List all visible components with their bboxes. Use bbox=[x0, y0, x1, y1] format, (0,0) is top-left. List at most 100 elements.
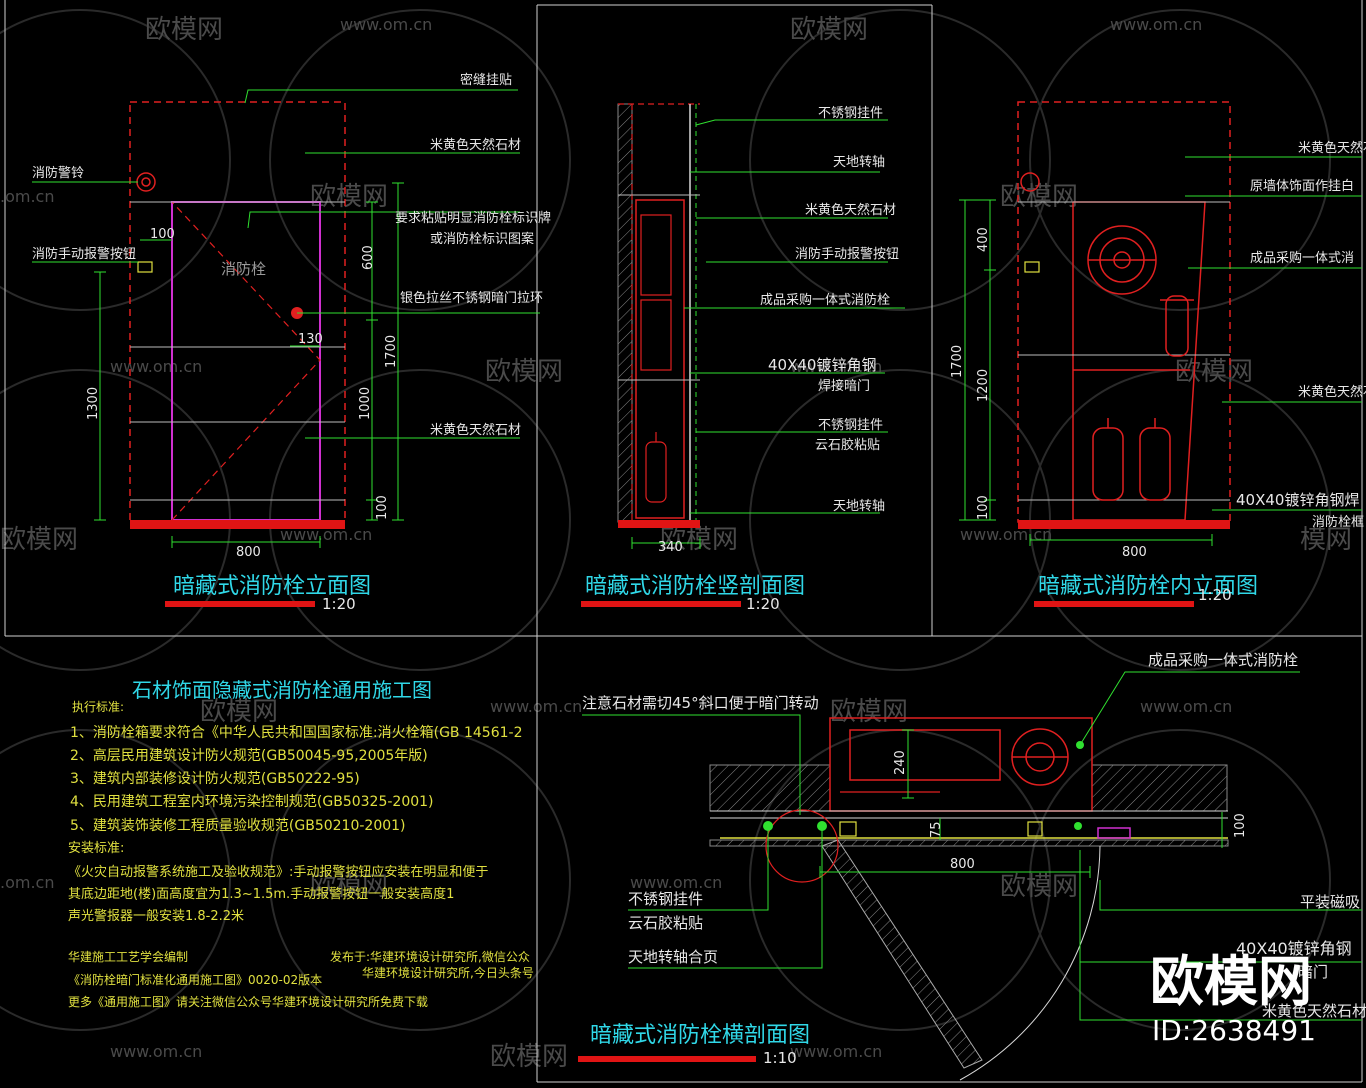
label: 暗门 bbox=[1298, 963, 1328, 981]
label: 米黄色天然石材 bbox=[430, 137, 521, 153]
label: 云石胶粘贴 bbox=[815, 437, 880, 453]
leader-lines bbox=[684, 119, 905, 514]
extinguisher-icon bbox=[645, 432, 667, 503]
dimension-lines bbox=[819, 729, 1223, 878]
brand-watermark: 欧模网 ID:2638491 bbox=[1150, 950, 1316, 1047]
label: 成品采购一体式消防栓 bbox=[1148, 651, 1298, 669]
wm-site-short: .om.cn bbox=[0, 873, 54, 892]
dim-text: 1000 bbox=[358, 387, 373, 420]
panel-scale: 1:20 bbox=[1198, 586, 1232, 604]
label: 银色拉丝不锈钢暗门拉环 bbox=[400, 290, 543, 306]
label: 成品采购一体式消防栓 bbox=[760, 292, 890, 308]
image-id: ID:2638491 bbox=[1152, 1014, 1316, 1047]
label: 消防手动报警按钮 bbox=[795, 246, 899, 262]
panel-horizontal-section: 240 75 100 800 成品采购一体式消防栓 注意石材需切45°斜口便于暗… bbox=[578, 651, 1366, 1081]
leader-texts: 成品采购一体式消防栓 注意石材需切45°斜口便于暗门转动 不锈钢挂件 云石胶粘贴… bbox=[582, 651, 1366, 1020]
brand-logo-text: 欧模网 bbox=[1150, 950, 1312, 1013]
dim-text: 800 bbox=[1122, 545, 1147, 560]
dim-text: 800 bbox=[950, 857, 975, 872]
wm-site: www.om.cn bbox=[960, 525, 1052, 544]
wm-brand-partial: 模网 bbox=[1300, 525, 1352, 555]
publish-item: 发布于:华建环境设计研究所,微信公众 bbox=[330, 949, 530, 964]
dim-text: 75 bbox=[929, 821, 944, 838]
swing-arc bbox=[959, 845, 1101, 1081]
panel-vertical-section: 340 不锈钢挂件 天地转轴 米黄色天然石材 消防手动报警按钮 成品采购一体式消… bbox=[581, 103, 905, 613]
leader-texts: 不锈钢挂件 天地转轴 米黄色天然石材 消防手动报警按钮 成品采购一体式消防栓 4… bbox=[760, 106, 899, 514]
notes-block: 石材饰面隐藏式消防栓通用施工图 执行标准: 1、消防栓箱要求符合《中华人民共和国… bbox=[68, 678, 534, 1009]
extinguisher-icon bbox=[1092, 418, 1171, 501]
label: 密缝挂贴 bbox=[460, 72, 512, 88]
dim-text: 1700 bbox=[950, 345, 965, 378]
dim-text: 340 bbox=[658, 540, 683, 555]
wm-site: www.om.cn bbox=[790, 357, 882, 376]
wm-brand: 欧模网 bbox=[660, 525, 738, 555]
std-item: 1、消防栓箱要求符合《中华人民共和国国家标准:消火栓箱(GB 14561-2 bbox=[70, 724, 522, 741]
notes-title: 石材饰面隐藏式消防栓通用施工图 bbox=[132, 678, 432, 702]
wm-brand: 欧模网 bbox=[485, 357, 563, 387]
wall-left bbox=[709, 764, 831, 812]
panel-title: 暗藏式消防栓竖剖面图 bbox=[585, 574, 805, 599]
alarm-button-icon bbox=[137, 261, 153, 273]
panel-interior-elevation: 400 1700 1200 100 800 米黄色天然石 原墙体饰面作挂白 成品… bbox=[950, 101, 1366, 607]
dim-text: 800 bbox=[236, 545, 261, 560]
panel-scale: 1:20 bbox=[746, 595, 780, 613]
wm-site: www.om.cn bbox=[1110, 15, 1202, 34]
watermarks: 欧模网 www.om.cn 欧模网 www.om.cn 欧模网 .om.cn 欧… bbox=[0, 15, 1352, 1072]
dim-text: 1200 bbox=[976, 369, 991, 402]
leader-texts: 密缝挂贴 米黄色天然石材 消防警铃 要求粘贴明显消防栓标识牌 或消防栓标识图案 … bbox=[32, 72, 551, 438]
stone-panel-outline bbox=[129, 101, 346, 523]
door-open-position bbox=[821, 839, 983, 1069]
detail-circle bbox=[765, 809, 839, 883]
wm-brand: 欧模网 bbox=[1000, 872, 1078, 902]
footer-item: 《消防栓暗门标准化通用施工图》0020-02版本 bbox=[68, 972, 322, 987]
label: 成品采购一体式消 bbox=[1250, 250, 1354, 266]
label: 消防警铃 bbox=[32, 165, 84, 181]
label: 要求粘贴明显消防栓标识牌 bbox=[395, 210, 551, 226]
label: 米黄色天然石 bbox=[1298, 384, 1366, 400]
std-item: 2、高层民用建筑设计防火规范(GB50045-95,2005年版) bbox=[70, 747, 428, 764]
dim-text: 400 bbox=[976, 227, 991, 252]
label: 平装磁吸 bbox=[1300, 893, 1360, 911]
dimension-lines bbox=[631, 537, 701, 549]
title-underline bbox=[165, 601, 315, 607]
leader-lines bbox=[32, 89, 540, 439]
std-item: 3、建筑内部装修设计防火规范(GB50222-95) bbox=[70, 770, 360, 787]
wm-brand: 欧模网 bbox=[145, 15, 223, 45]
label: 不锈钢挂件 bbox=[818, 106, 883, 121]
wm-site: www.om.cn bbox=[630, 873, 722, 892]
wm-brand: 欧模网 bbox=[790, 15, 868, 45]
std-heading: 执行标准: bbox=[72, 700, 124, 714]
sheet-frames bbox=[4, 0, 1363, 1083]
label: 40X40镀锌角钢 bbox=[1236, 939, 1352, 958]
wm-site-short: .om.cn bbox=[0, 187, 54, 206]
wm-site: www.om.cn bbox=[490, 697, 582, 716]
cabinet-outline bbox=[635, 199, 685, 519]
panel-elevation: 100 600 130 1300 1700 1000 100 800 密缝挂贴 … bbox=[32, 72, 551, 613]
panel-scale: 1:10 bbox=[763, 1049, 797, 1067]
fire-bell-icon bbox=[1020, 172, 1040, 192]
footer-item: 华建施工工艺学会编制 bbox=[68, 949, 188, 964]
dimension-texts: 100 600 130 1300 1700 1000 100 800 bbox=[86, 227, 399, 560]
wm-brand: 欧模网 bbox=[310, 182, 388, 212]
dim-text: 240 bbox=[893, 750, 908, 775]
dim-text: 1300 bbox=[86, 387, 101, 420]
label: 天地转轴 bbox=[833, 499, 885, 514]
floor-base bbox=[130, 520, 345, 529]
dim-text: 100 bbox=[150, 227, 175, 242]
fire-bell-icon bbox=[136, 172, 156, 192]
install-heading: 安装标准: bbox=[68, 841, 124, 856]
wall-right bbox=[1091, 764, 1228, 812]
label: 米黄色天然石材 bbox=[430, 422, 521, 438]
wm-site: www.om.cn bbox=[790, 1042, 882, 1061]
label: 或消防栓标识图案 bbox=[430, 231, 534, 247]
wm-brand: 欧模网 bbox=[200, 697, 278, 727]
label: 米黄色天然石材 bbox=[805, 202, 896, 218]
center-label: 消防栓 bbox=[221, 260, 266, 278]
panel-title: 暗藏式消防栓横剖面图 bbox=[590, 1023, 810, 1048]
label: 天地转轴 bbox=[833, 155, 885, 170]
wall-hatch bbox=[617, 103, 633, 523]
dim-text: 600 bbox=[361, 245, 376, 270]
leader-lines bbox=[1185, 156, 1362, 511]
label: 米黄色天然石 bbox=[1298, 140, 1366, 156]
wm-brand: 欧模网 bbox=[0, 525, 78, 555]
